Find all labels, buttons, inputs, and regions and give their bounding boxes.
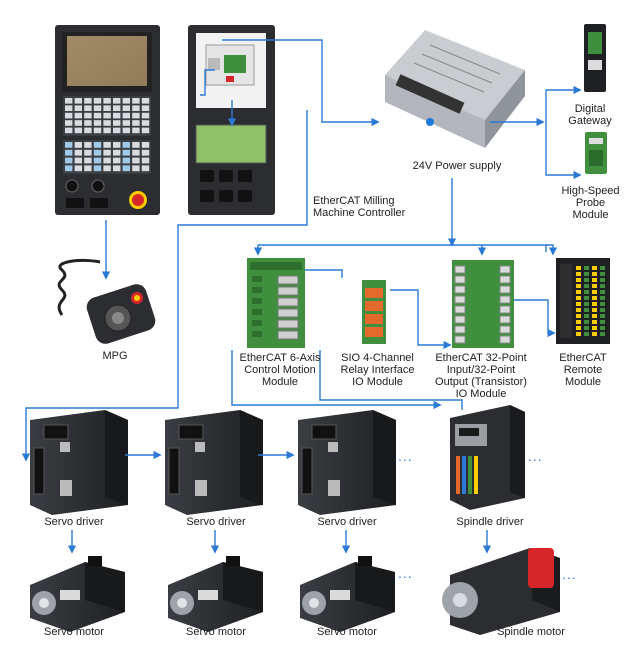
wire-controller-power	[222, 39, 380, 127]
servo-driver-1	[30, 410, 128, 515]
ellipsis-spindle-motor: ...	[562, 566, 577, 582]
ellipsis-motors: ...	[398, 565, 413, 581]
io-module-label: EtherCAT 32-Point Input/32-Point Output …	[435, 352, 527, 400]
servo-motor-1	[30, 556, 125, 632]
wire-bus	[258, 244, 547, 252]
servo-motor-label-2: Servo motor	[186, 626, 246, 638]
power-supply-unit	[385, 30, 525, 148]
relay-module-board	[362, 280, 386, 344]
wire-controller-internal	[200, 69, 215, 96]
digital-gateway-label: Digital Gateway	[568, 103, 612, 127]
ellipsis-spindle-driver: ...	[528, 448, 543, 464]
servo-driver-label-3: Servo driver	[317, 516, 377, 528]
milling-controller-label: EtherCAT Milling Machine Controller	[313, 195, 406, 219]
wire-axis-drivers	[231, 350, 442, 410]
probe-module-board	[585, 132, 607, 174]
io-module-board	[452, 260, 514, 348]
wire-controller-servo	[21, 110, 308, 462]
remote-module-label: EtherCAT Remote Module	[559, 352, 607, 388]
spindle-motor-device	[442, 548, 560, 635]
function-keys	[65, 142, 150, 172]
servo-motor-3	[300, 556, 395, 632]
remote-module-device	[556, 258, 610, 344]
keypad-keys	[65, 98, 150, 134]
mpg-label: MPG	[102, 350, 128, 362]
wire-axis-drivers-2	[319, 350, 463, 410]
servo-driver-label-1: Servo driver	[44, 516, 104, 528]
digital-gateway-device	[584, 24, 606, 92]
wire-io-remote	[514, 299, 556, 338]
servo-motor-label-1: Servo motor	[44, 626, 104, 638]
spindle-driver-device	[450, 405, 525, 510]
servo-motor-2	[168, 556, 263, 632]
axis-module-label: EtherCAT 6-Axis Control Motion Module	[239, 352, 321, 388]
wire-power-probe	[545, 122, 582, 180]
wire-relay-io	[390, 289, 452, 350]
wire-bus-remote	[546, 244, 558, 256]
mpg-handwheel	[57, 258, 156, 344]
relay-module-label: SIO 4-Channel Relay Interface IO Module	[340, 352, 415, 388]
servo-driver-label-2: Servo driver	[186, 516, 246, 528]
connection-lines	[21, 39, 582, 554]
power-supply-label: 24V Power supply	[412, 160, 502, 172]
servo-motor-label-3: Servo motor	[317, 626, 377, 638]
spindle-driver-label: Spindle driver	[456, 516, 524, 528]
cnc-operator-panel	[55, 25, 160, 215]
servo-driver-2	[165, 410, 263, 515]
axis-module-board	[247, 258, 305, 348]
spindle-motor-label: Spindle motor	[497, 626, 565, 638]
servo-driver-3	[298, 410, 396, 515]
probe-module-label: High-Speed Probe Module	[561, 185, 620, 221]
wire-axis-relay	[305, 269, 343, 278]
wire-power-gateway-up	[545, 85, 582, 122]
ellipsis-drivers: ...	[398, 448, 413, 464]
